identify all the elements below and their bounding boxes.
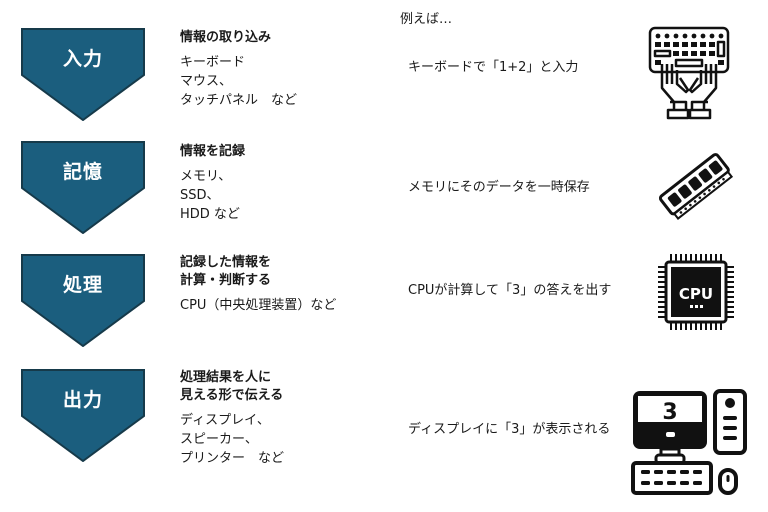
item: HDD など — [180, 207, 240, 222]
step-heading: 処理結果を人に 見える形で伝える — [180, 369, 284, 405]
step-label: 処理 — [62, 274, 103, 296]
step-items: ディスプレイ、 スピーカー、 プリンター など — [180, 411, 284, 468]
step-description-input: 情報の取り込み キーボード マウス、 タッチパネル など — [180, 29, 297, 110]
step-arrow-storage: 記憶 — [21, 141, 145, 234]
down-arrow-shape — [21, 28, 145, 121]
screen-number: 3 — [662, 400, 677, 425]
keyboard-hands-icon — [648, 26, 730, 124]
heading-line: 処理結果を人に — [180, 370, 272, 385]
item: メモリ、 — [180, 169, 232, 184]
step-arrow-input: 入力 — [21, 28, 145, 121]
step-heading: 記録した情報を 計算・判断する — [180, 254, 336, 290]
step-description-output: 処理結果を人に 見える形で伝える ディスプレイ、 スピーカー、 プリンター など — [180, 369, 284, 468]
heading-line: 情報を記録 — [180, 144, 246, 159]
heading-line: 記録した情報を — [180, 255, 272, 270]
step-items: CPU（中央処理装置）など — [180, 296, 336, 315]
step-heading: 情報を記録 — [180, 143, 245, 161]
heading-line: 情報の取り込み — [180, 30, 272, 45]
desktop-computer-icon: 3 — [630, 388, 750, 500]
example-header: 例えば… — [400, 12, 453, 27]
example-text-output: ディスプレイに「3」が表示される — [408, 422, 611, 437]
example-text-processing: CPUが計算して「3」の答えを出す — [408, 283, 612, 298]
item: マウス、 — [180, 74, 233, 89]
down-arrow-shape — [21, 369, 145, 462]
step-label: 出力 — [62, 389, 103, 411]
item: タッチパネル など — [180, 93, 298, 108]
example-text-input: キーボードで「1+2」と入力 — [408, 60, 579, 75]
step-label: 記憶 — [62, 161, 103, 183]
item: SSD、 — [180, 188, 220, 203]
step-items: キーボード マウス、 タッチパネル など — [180, 53, 297, 110]
step-items: メモリ、 SSD、 HDD など — [180, 167, 245, 224]
cpu-chip-icon: CPU — [656, 252, 736, 336]
step-heading: 情報の取り込み — [180, 29, 297, 47]
heading-line: 計算・判断する — [180, 273, 272, 288]
heading-line: 見える形で伝える — [180, 388, 284, 403]
down-arrow-shape — [21, 141, 145, 234]
step-arrow-output: 出力 — [21, 369, 145, 462]
step-description-processing: 記録した情報を 計算・判断する CPU（中央処理装置）など — [180, 254, 336, 315]
step-description-storage: 情報を記録 メモリ、 SSD、 HDD など — [180, 143, 245, 224]
down-arrow-shape — [21, 254, 145, 347]
item: プリンター など — [180, 451, 285, 466]
memory-module-icon — [655, 150, 735, 224]
step-label: 入力 — [62, 48, 103, 70]
cpu-icon-text: CPU — [679, 285, 713, 303]
item: スピーカー、 — [180, 432, 258, 447]
step-arrow-processing: 処理 — [21, 254, 145, 347]
example-text-storage: メモリにそのデータを一時保存 — [408, 180, 590, 195]
item: ディスプレイ、 — [180, 413, 270, 428]
item: キーボード — [180, 55, 246, 70]
item: CPU（中央処理装置）など — [180, 298, 337, 313]
